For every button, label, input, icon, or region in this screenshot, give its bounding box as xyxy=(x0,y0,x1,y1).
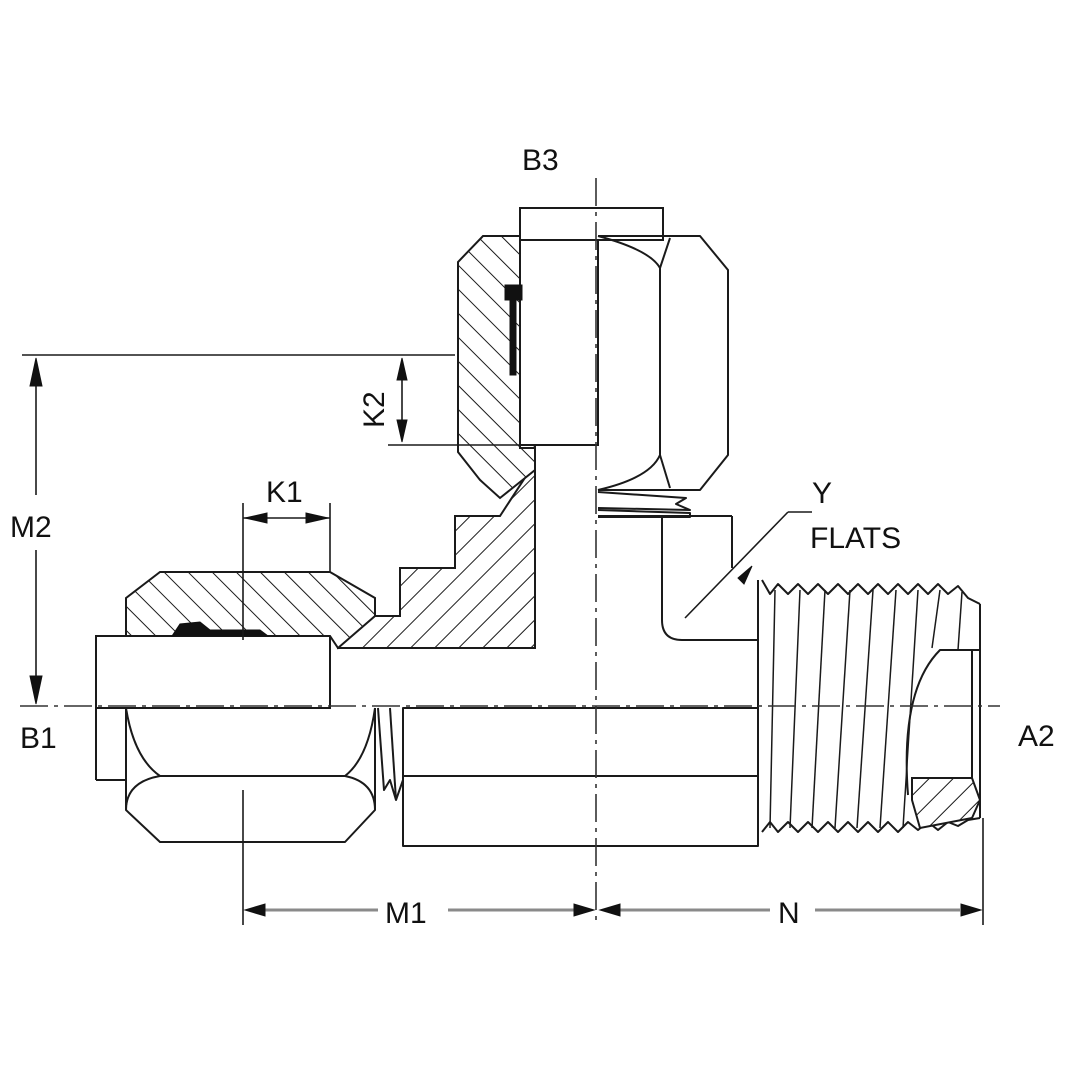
dimension-y-flats-leader xyxy=(684,511,812,619)
label-k1: K1 xyxy=(266,476,303,509)
dimension-k1 xyxy=(242,503,331,640)
body-flats-region xyxy=(598,515,759,846)
label-y: Y xyxy=(812,477,832,510)
label-n: N xyxy=(778,897,800,930)
centerlines xyxy=(20,178,1000,925)
label-m1: M1 xyxy=(385,897,427,930)
label-b1: B1 xyxy=(20,722,57,755)
body-lower xyxy=(402,707,759,847)
dimension-k2 xyxy=(388,357,520,446)
label-b3: B3 xyxy=(522,144,559,177)
label-a2: A2 xyxy=(1018,720,1055,753)
a2-port xyxy=(761,579,982,833)
b1-port xyxy=(95,571,404,843)
b3-port xyxy=(457,207,729,518)
label-k2: K2 xyxy=(358,391,391,428)
body-section xyxy=(337,444,536,649)
label-flats: FLATS xyxy=(810,522,901,555)
dimension-m1-n xyxy=(242,790,984,925)
label-m2: M2 xyxy=(10,511,52,544)
dimension-m2 xyxy=(22,354,455,705)
